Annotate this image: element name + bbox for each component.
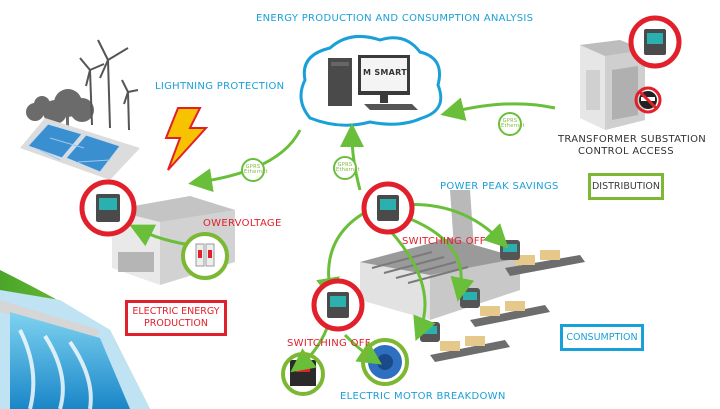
power-meter-rings xyxy=(79,15,682,332)
motor-icon xyxy=(290,345,402,386)
gprs-bubble xyxy=(241,112,522,182)
gprs-label-center: GPRS Ethernet xyxy=(336,162,360,173)
overvoltage-label: OWERVOLTAGE xyxy=(203,218,282,229)
computer-cloud xyxy=(299,34,443,127)
gprs-label-left: GPRS Ethernet xyxy=(244,164,268,175)
motor-breakdown-label: ELECTRIC MOTOR BREAKDOWN xyxy=(340,391,506,402)
transformer-label-line2: CONTROL ACCESS xyxy=(578,146,674,157)
motor-ring xyxy=(361,338,409,386)
power-peak-label: POWER PEAK SAVINGS xyxy=(440,181,559,192)
tree-icon xyxy=(26,89,94,130)
dam-icon xyxy=(0,270,150,409)
surge-protector-ring xyxy=(181,232,229,280)
computer-brand: M SMART xyxy=(363,68,408,77)
substation-icon xyxy=(580,40,645,130)
contactor-ring xyxy=(281,352,325,396)
diagram-title: ENERGY PRODUCTION AND CONSUMPTION ANALYS… xyxy=(256,13,534,24)
consumption-box: CONSUMPTION xyxy=(560,324,644,351)
consumption-label: CONSUMPTION xyxy=(566,331,638,343)
conveyor-icon xyxy=(430,250,585,362)
switching-off-top-label: SWITCHING OFF xyxy=(402,236,486,247)
solar-panel-icon xyxy=(20,118,140,180)
distribution-label: DISTRIBUTION xyxy=(591,180,660,192)
lightning-bolt-icon xyxy=(164,107,209,171)
production-box: ELECTRIC ENERGY PRODUCTION xyxy=(125,300,227,336)
production-label-line1: ELECTRIC ENERGY xyxy=(132,306,220,317)
switching-off-bottom-label: SWITCHING OFF xyxy=(287,338,371,349)
thief-icon xyxy=(634,86,662,114)
distribution-box: DISTRIBUTION xyxy=(588,173,664,200)
lightning-protection-label: LIGHTNING PROTECTION xyxy=(155,81,285,92)
transformer-label-line1: TRANSFORMER SUBSTATION xyxy=(558,134,707,145)
wind-turbine-icon xyxy=(79,39,139,131)
gprs-label-right: GPRS Ethernet xyxy=(501,118,525,129)
production-label-line2: PRODUCTION xyxy=(144,318,208,329)
